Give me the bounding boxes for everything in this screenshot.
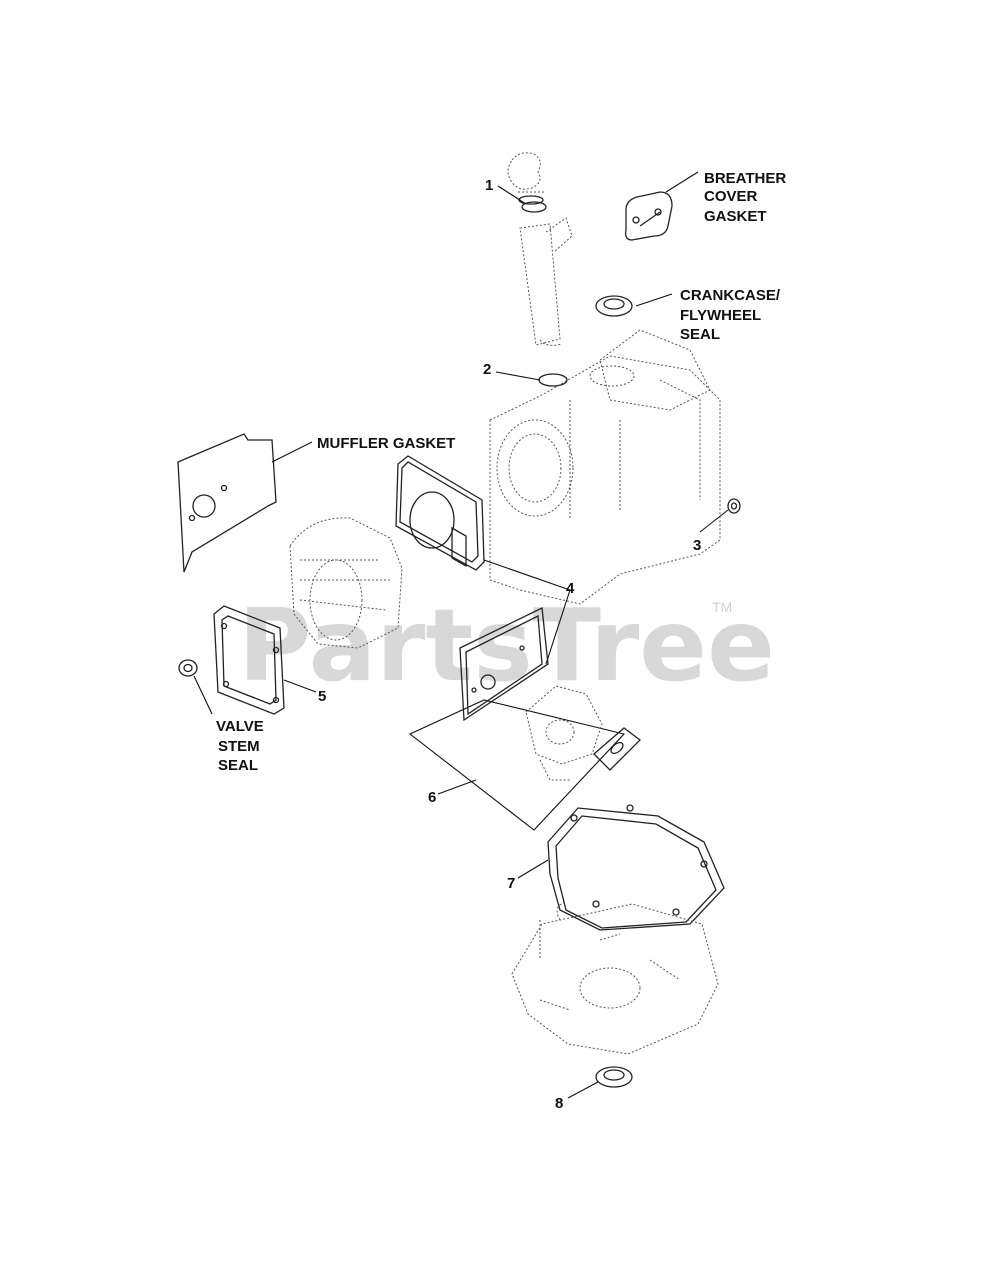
callout-6: 6 <box>428 789 436 806</box>
label-valve-line-2: STEM <box>218 738 260 755</box>
oil-seal-8[interactable] <box>595 1066 633 1088</box>
label-crankcase-line-1: CRANKCASE/ <box>680 287 781 304</box>
crankcase-block[interactable] <box>489 329 721 605</box>
leader-lines <box>193 171 729 1099</box>
callout-8: 8 <box>555 1095 563 1112</box>
label-crankcase-line-2: FLYWHEEL <box>680 307 761 324</box>
label-crankcase-flywheel-seal: CRANKCASE/ FLYWHEEL SEAL <box>680 287 781 343</box>
callout-2: 2 <box>483 361 491 378</box>
intake-gasket[interactable] <box>459 607 549 722</box>
carburetor[interactable] <box>525 685 603 781</box>
dipstick-tube[interactable] <box>519 217 573 346</box>
watermark-trademark: TM <box>712 599 732 615</box>
watermark: PartsTree <box>238 587 775 704</box>
crankcase-cover-gasket[interactable] <box>547 804 725 931</box>
label-breather-line-2: COVER <box>704 188 758 205</box>
breather-cover-gasket[interactable] <box>624 191 673 241</box>
callout-3: 3 <box>693 537 701 554</box>
callout-1: 1 <box>485 177 493 194</box>
muffler-gasket[interactable] <box>177 433 277 573</box>
kit-outline <box>408 699 626 831</box>
carburetor-gasket[interactable] <box>593 727 641 771</box>
valve-stem-seal[interactable] <box>178 659 198 677</box>
callout-5: 5 <box>318 688 326 705</box>
cylinder-head[interactable] <box>289 517 403 649</box>
label-muffler-gasket: MUFFLER GASKET <box>317 435 455 452</box>
label-crankcase-line-3: SEAL <box>680 326 720 343</box>
cylinder-head-gasket[interactable] <box>395 455 485 571</box>
label-breather-cover-gasket: BREATHER COVER GASKET <box>704 170 786 225</box>
o-ring-2[interactable] <box>538 373 568 387</box>
label-valve-line-3: SEAL <box>218 757 258 774</box>
label-breather-line-1: BREATHER <box>704 170 786 187</box>
nut-3[interactable] <box>727 498 741 514</box>
rocker-cover-gasket[interactable] <box>213 605 285 715</box>
o-ring-1[interactable] <box>521 201 547 213</box>
label-valve-line-1: VALVE <box>216 718 264 735</box>
crankcase-flywheel-seal[interactable] <box>595 295 633 317</box>
callout-7: 7 <box>507 875 515 892</box>
callout-4: 4 <box>566 580 575 597</box>
crankcase-cover[interactable] <box>511 901 719 1055</box>
label-valve-stem-seal: VALVE STEM SEAL <box>216 718 264 774</box>
label-breather-line-3: GASKET <box>704 208 767 225</box>
